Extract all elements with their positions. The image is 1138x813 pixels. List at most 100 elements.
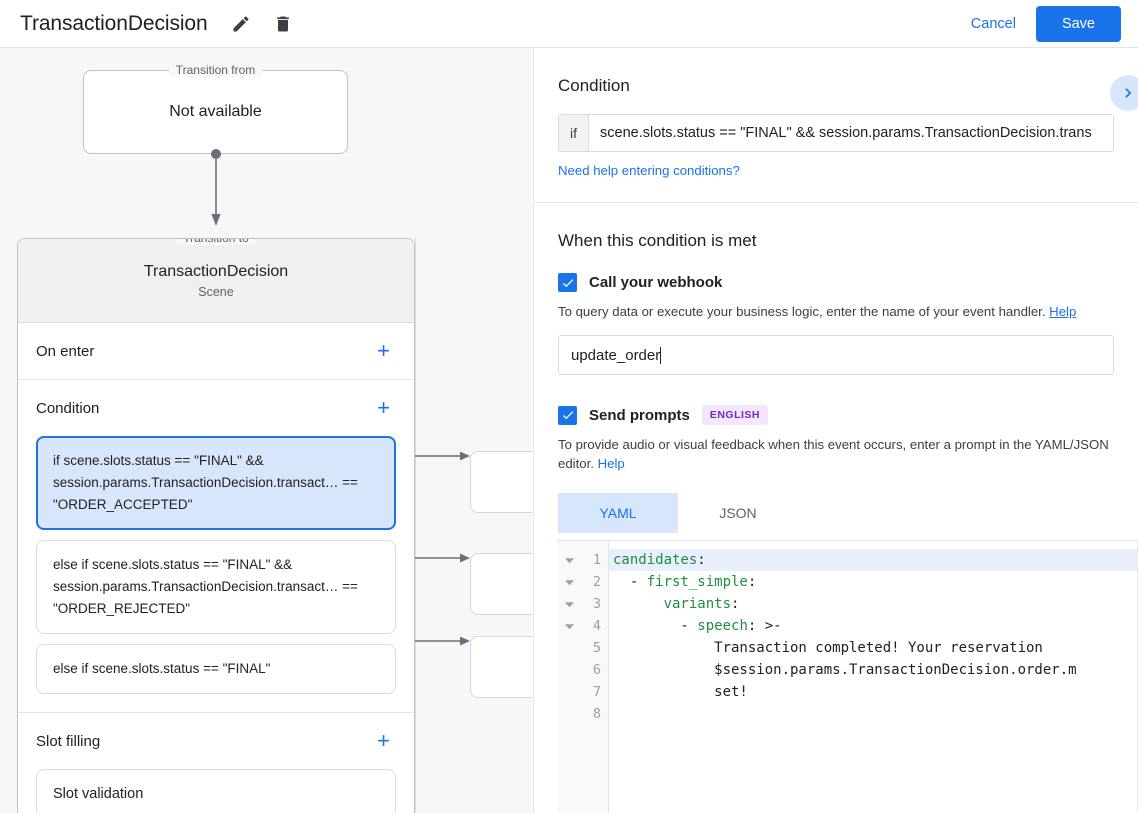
line-number: 5 xyxy=(592,640,601,656)
line-number: 4 xyxy=(592,618,601,634)
yaml-key: speech xyxy=(697,618,748,634)
divider xyxy=(18,379,414,380)
fold-gutter xyxy=(557,541,581,813)
if-label: if xyxy=(559,115,589,151)
chevron-right-icon[interactable] xyxy=(1110,75,1138,111)
add-slot-filling-button[interactable]: + xyxy=(371,726,396,756)
condition-item[interactable]: if scene.slots.status == "FINAL" && sess… xyxy=(36,436,396,530)
transition-target-box[interactable] xyxy=(470,553,532,615)
when-condition-met-heading: When this condition is met xyxy=(558,231,757,250)
section-on-enter: On enter + xyxy=(18,323,414,379)
code-line xyxy=(609,703,1138,725)
editor-format-tabs: YAML JSON xyxy=(558,493,1114,533)
yaml-punct: : xyxy=(747,574,757,590)
condition-item[interactable]: else if scene.slots.status == "FINAL" xyxy=(36,644,396,694)
line-number: 8 xyxy=(592,706,601,722)
slot-filling-label: Slot filling xyxy=(36,732,101,750)
line-number: 1 xyxy=(592,552,601,568)
language-badge: ENGLISH xyxy=(701,405,769,425)
slot-validation-item[interactable]: Slot validation xyxy=(36,769,396,813)
yaml-punct: : xyxy=(731,596,740,612)
scene-header[interactable]: TransactionDecision Scene xyxy=(18,239,414,323)
line-number-gutter: 1 2 3 4 5 6 7 8 xyxy=(581,541,609,813)
condition-expression-input[interactable] xyxy=(589,115,1113,151)
top-bar: TransactionDecision Cancel Save xyxy=(0,0,1138,48)
transition-target-box[interactable] xyxy=(470,451,532,513)
code-content[interactable]: candidates: - first_simple: variants: - … xyxy=(609,541,1138,813)
transition-target-box[interactable] xyxy=(470,636,532,698)
page-title: TransactionDecision xyxy=(20,11,208,35)
save-button[interactable]: Save xyxy=(1035,6,1121,42)
trash-icon[interactable] xyxy=(268,9,298,39)
webhook-desc-text: To query data or execute your business l… xyxy=(558,304,1046,319)
flow-canvas[interactable]: Transition from Not available Transition… xyxy=(0,48,532,813)
yaml-key: variants xyxy=(663,596,732,612)
section-condition: Condition + xyxy=(18,380,414,436)
canvas-guide-line xyxy=(415,238,416,813)
transition-to-card: Transition to TransactionDecision Scene … xyxy=(17,238,415,813)
check-icon xyxy=(562,278,573,287)
on-enter-label: On enter xyxy=(36,342,95,360)
condition-label: Condition xyxy=(36,399,100,417)
tab-yaml[interactable]: YAML xyxy=(558,493,678,533)
yaml-editor[interactable]: 1 2 3 4 5 6 7 8 candidates: - first_simp… xyxy=(557,540,1138,813)
scene-name: TransactionDecision xyxy=(143,262,289,280)
code-line: variants: xyxy=(609,593,1138,615)
call-webhook-label: Call your webhook xyxy=(589,274,723,291)
check-icon xyxy=(562,411,573,420)
add-on-enter-button[interactable]: + xyxy=(371,336,396,366)
yaml-key: candidates xyxy=(613,552,698,568)
code-line: $session.params.TransactionDecision.orde… xyxy=(613,662,1077,678)
fold-toggle-icon[interactable] xyxy=(564,571,574,593)
fold-toggle-icon[interactable] xyxy=(564,593,574,615)
call-webhook-checkbox[interactable] xyxy=(558,273,577,292)
need-help-conditions-link[interactable]: Need help entering conditions? xyxy=(558,163,740,178)
prompts-desc-text: To provide audio or visual feedback when… xyxy=(558,437,1109,471)
send-prompts-description: To provide audio or visual feedback when… xyxy=(558,435,1114,473)
scene-type: Scene xyxy=(198,284,234,299)
when-condition-met-section: When this condition is met Call your web… xyxy=(534,203,1138,533)
line-number: 6 xyxy=(592,662,601,678)
flow-connector-arrow xyxy=(211,149,221,226)
tab-json[interactable]: JSON xyxy=(678,493,798,533)
condition-input-group: if xyxy=(558,114,1114,152)
yaml-punct: : >- xyxy=(747,618,782,634)
transition-from-value: Not available xyxy=(169,103,262,120)
line-number: 3 xyxy=(592,596,601,612)
send-prompts-label: Send prompts xyxy=(589,406,690,424)
pencil-icon[interactable] xyxy=(226,9,256,39)
webhook-handler-value: update_order xyxy=(571,346,661,364)
fold-toggle-icon[interactable] xyxy=(564,615,574,637)
divider xyxy=(534,202,1138,203)
code-line: candidates: xyxy=(609,549,1138,571)
transition-from-card: Transition from Not available xyxy=(83,63,348,154)
call-webhook-row: Call your webhook xyxy=(558,273,1114,292)
condition-section: Condition if Need help entering conditio… xyxy=(534,48,1138,180)
transition-to-legend: Transition to xyxy=(176,239,256,245)
send-prompts-row: Send prompts ENGLISH xyxy=(558,405,1114,425)
condition-item[interactable]: else if scene.slots.status == "FINAL" &&… xyxy=(36,540,396,634)
title-actions xyxy=(226,9,298,39)
condition-list: if scene.slots.status == "FINAL" && sess… xyxy=(18,436,414,712)
prompts-help-link[interactable]: Help xyxy=(597,456,625,471)
code-line: - speech: >- xyxy=(613,618,782,634)
transition-from-legend: Transition from xyxy=(168,63,263,77)
yaml-punct: : xyxy=(697,552,706,568)
cancel-button[interactable]: Cancel xyxy=(959,7,1028,41)
condition-heading: Condition xyxy=(558,76,630,95)
code-line: - first_simple: xyxy=(613,574,757,590)
text-caret xyxy=(660,346,662,364)
call-webhook-description: To query data or execute your business l… xyxy=(558,302,1114,321)
top-bar-actions: Cancel Save xyxy=(959,0,1121,48)
section-slot-filling: Slot filling + xyxy=(18,713,414,769)
webhook-help-link[interactable]: Help xyxy=(1049,304,1077,319)
fold-toggle-icon[interactable] xyxy=(564,549,574,571)
line-number: 2 xyxy=(592,574,601,590)
code-line: Transaction completed! Your reservation xyxy=(613,640,1043,656)
add-condition-button[interactable]: + xyxy=(371,393,396,423)
send-prompts-checkbox[interactable] xyxy=(558,405,577,425)
webhook-handler-input[interactable]: update_order xyxy=(558,335,1114,375)
yaml-key: first_simple xyxy=(646,574,748,590)
code-line: set! xyxy=(613,684,748,700)
